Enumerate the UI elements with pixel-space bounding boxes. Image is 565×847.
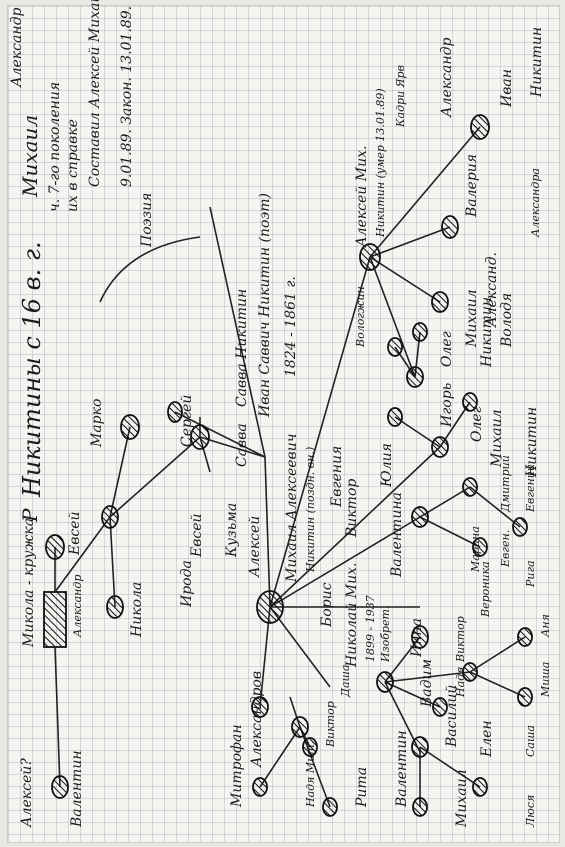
label-evgeny: Евгений: [524, 464, 537, 512]
label-sergei: Сергей: [179, 394, 195, 447]
label-evgen: Евген.: [499, 529, 512, 567]
note-mikhail-sub: ч. 7-го поколения: [47, 81, 63, 212]
label-mitrofan: Митрофан: [229, 724, 245, 807]
page-title: Никитины с 16 в. г.: [18, 241, 46, 497]
label-igor: Игорь: [439, 382, 455, 427]
label-mikhail-low: Михаил: [454, 769, 470, 827]
mikola-box: [43, 591, 67, 648]
label-viktor: Виктор: [344, 478, 360, 537]
label-marina: Марина: [469, 526, 482, 572]
label-nikolai: Николай Мих.: [344, 562, 360, 667]
label-oleg: Олег: [469, 406, 485, 442]
note-aleksandr: Александр: [9, 7, 25, 87]
label-khakhan: Кадри Ярв: [394, 65, 407, 127]
label-aleksei-mikh: Алексей Мих.: [354, 145, 370, 247]
label-boris: Борис: [319, 582, 335, 627]
graph-paper: [8, 6, 559, 842]
label-ivan-savvich: Иван Саввич Никитин (поэт): [257, 193, 273, 417]
label-valentina: Валентин: [69, 750, 85, 827]
label-ivan-right: Иван: [499, 69, 515, 107]
label-savva: Савва: [234, 423, 250, 467]
label-evsei2: Евсей: [189, 513, 205, 557]
label-aleksandr-m: Александров: [249, 671, 265, 767]
label-evgenia: Евгения: [329, 445, 345, 507]
label-rita: Рита: [354, 766, 370, 807]
label-mikola-kruzhka: Микола - кружка: [21, 517, 37, 647]
label-nikola: Никола: [129, 581, 145, 637]
label-inna: Инна: [409, 618, 425, 657]
label-aleksei-q: Алексей?: [19, 758, 35, 827]
label-nadya: Надя Мит.: [304, 740, 317, 807]
label-aleksandr-right: Александр: [439, 37, 455, 117]
label-anya: Аня: [539, 614, 552, 637]
label-vologzhin: Вологжин: [354, 286, 367, 347]
label-irodion: Ирода: [179, 560, 195, 607]
note-mikhail-sub2: их в справке: [65, 119, 81, 212]
label-oleg2: Олег: [439, 331, 455, 367]
note-date: 9.01.89. Закон. 13.01.89.: [119, 5, 135, 187]
label-valentina-m: Валентина: [389, 492, 405, 577]
label-dasha: Даша: [339, 664, 352, 697]
label-riga: Рига: [524, 560, 537, 587]
label-evsei-top: Евсей: [67, 511, 83, 555]
note-mikhail: Михаил: [18, 114, 42, 197]
label-mikhail-m: Михаил: [489, 409, 505, 467]
label-aleksei: Алексей: [247, 515, 263, 577]
label-misha: Миша: [539, 661, 552, 697]
label-nadya2: Надя: [454, 666, 467, 697]
label-mikhail-main-sub: Никитин (поздн. вн.): [304, 446, 317, 572]
label-viktor2: Виктор: [454, 616, 467, 662]
label-aleksei-mikh-sub: Никитин (умер 13.01.89): [374, 88, 387, 237]
label-volod: Володя: [499, 292, 515, 347]
label-marko: Марко: [89, 398, 105, 447]
label-savva-nikitin: Савва Никитин: [234, 288, 250, 407]
label-mikhail2: Михаил: [464, 289, 480, 347]
label-lyusya: Люся: [524, 794, 537, 827]
label-ivan-years: 1824 - 1861 г.: [283, 276, 299, 377]
label-viktor-m: Виктор: [324, 701, 337, 747]
label-nikolai-sub: Изобрет.: [379, 605, 392, 662]
label-nikolai-years: 1899 - 1937: [364, 595, 377, 662]
label-nikitin-m: Никитин: [479, 296, 495, 367]
label-yuliya: Юлия: [379, 443, 395, 487]
label-valeria: Валерия: [464, 153, 480, 217]
note-author: Составил Алексей Михайлович Никитин: [87, 0, 103, 187]
label-elena: Елен: [479, 720, 495, 757]
label-vadim: Вадим: [419, 658, 435, 707]
label-aleksandrova: Александра: [529, 168, 542, 237]
label-mikhail-main: Михаил Алексеевич: [284, 433, 300, 582]
label-poetry: Поэзия: [139, 192, 155, 247]
label-kuzma: Кузьма: [224, 502, 240, 557]
label-valentin2: Валентин: [394, 730, 410, 807]
label-aleksandr-top: Александр: [71, 574, 84, 637]
label-sasha: Саша: [524, 725, 537, 757]
label-nikitin-right: Никитин: [529, 26, 545, 97]
